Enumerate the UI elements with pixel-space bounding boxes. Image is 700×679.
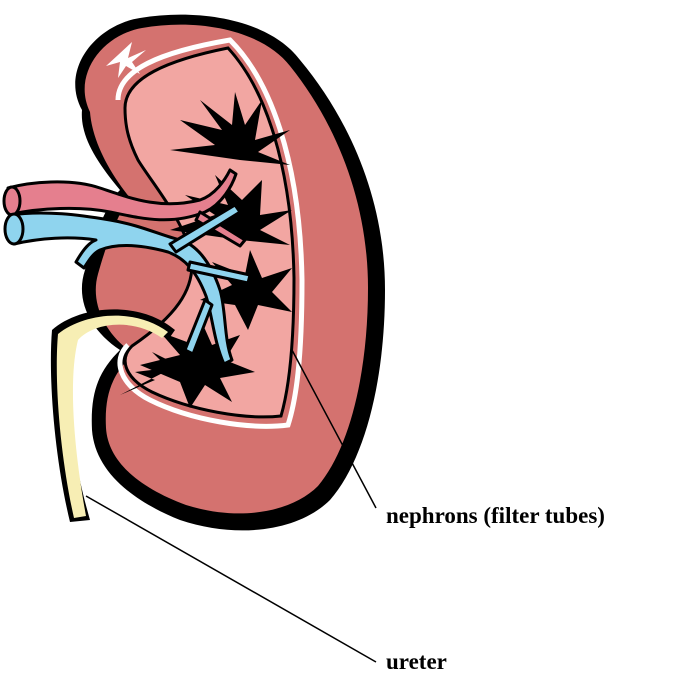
ureter-label: ureter bbox=[386, 649, 447, 675]
kidney-illustration bbox=[4, 15, 385, 531]
nephrons-label: nephrons (filter tubes) bbox=[386, 503, 605, 529]
